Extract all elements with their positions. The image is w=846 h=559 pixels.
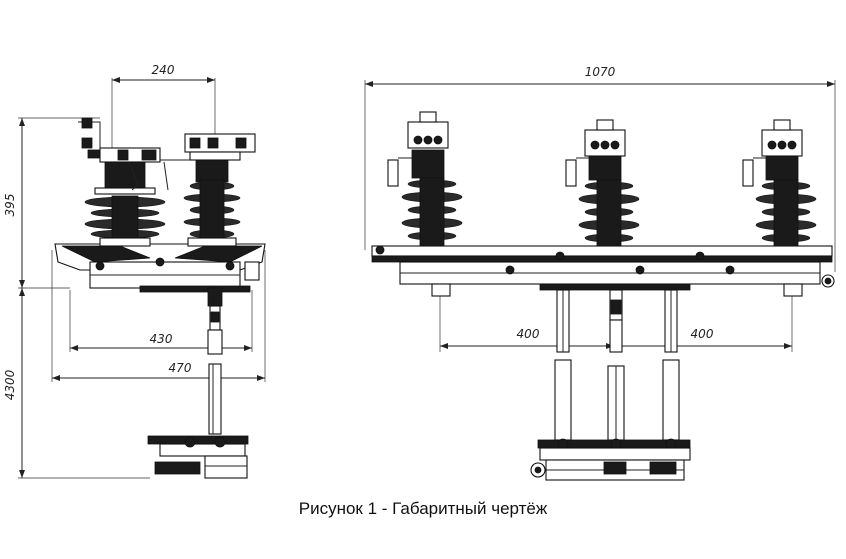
- side-view: 240 395 4300 430 470: [3, 63, 266, 479]
- dimension-4300: 4300: [3, 288, 150, 479]
- figure-caption: Рисунок 1 - Габаритный чертёж: [298, 499, 548, 518]
- drive-shaft: [207, 287, 223, 435]
- dimension-label: 430: [150, 332, 173, 346]
- dimension-400-right: 400: [614, 296, 793, 352]
- front-view: 1070 400 400: [364, 65, 836, 481]
- pole-1: [387, 111, 463, 247]
- front-frame: [371, 245, 835, 297]
- drive-mechanism: [147, 435, 249, 479]
- dimension-240: 240: [111, 63, 216, 150]
- pole-3: [742, 119, 817, 247]
- dimension-label: 400: [517, 327, 540, 341]
- drive-rods: [554, 289, 680, 441]
- pole-2: [565, 119, 640, 247]
- base-frame: [54, 243, 266, 293]
- dimension-430: 430: [69, 290, 253, 352]
- insulator-right: [183, 157, 241, 247]
- dimension-label: 395: [3, 194, 17, 217]
- dimension-label: 1070: [585, 65, 616, 79]
- dimension-470: 470: [51, 250, 266, 382]
- bottom-drive: [530, 438, 691, 481]
- dimension-label: 240: [152, 63, 175, 77]
- dimension-400-left: 400: [439, 296, 615, 352]
- dimension-1070: 1070: [364, 65, 836, 272]
- top-contacts: [78, 117, 256, 191]
- insulator-left: [84, 157, 166, 247]
- dimension-label: 470: [169, 361, 192, 375]
- dimension-label: 4300: [3, 369, 17, 400]
- dimension-label: 400: [691, 327, 714, 341]
